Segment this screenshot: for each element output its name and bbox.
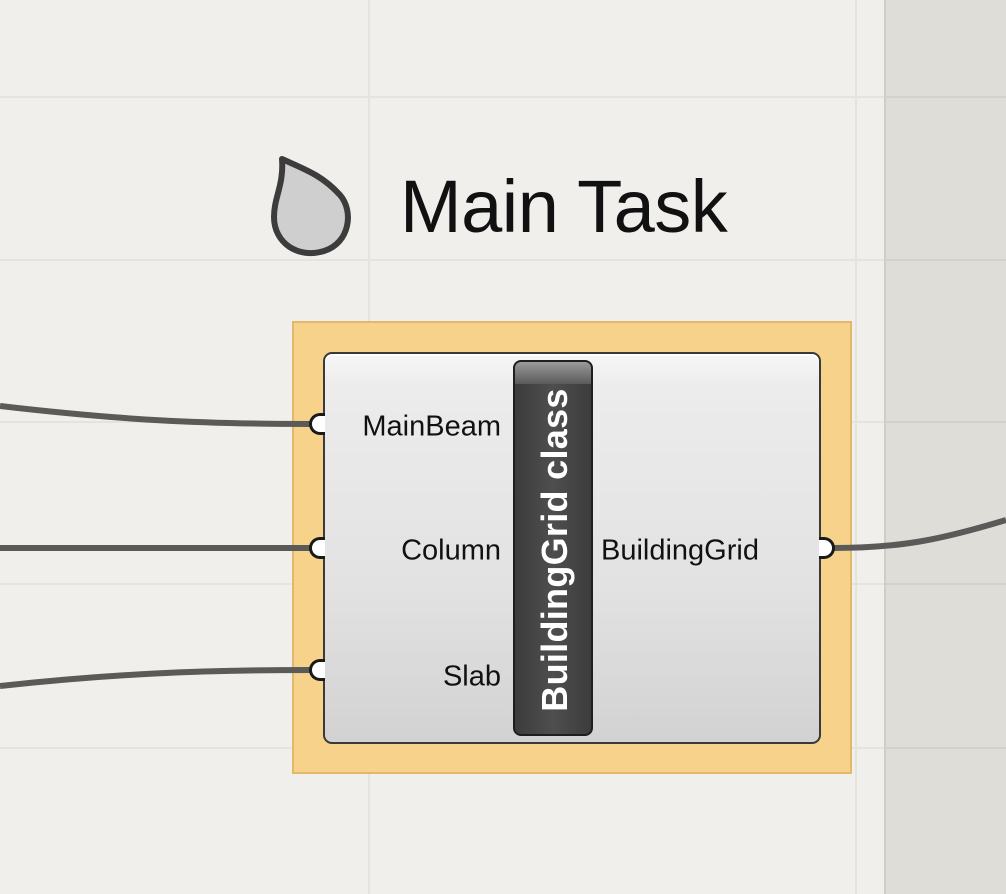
wire-mainbeam[interactable] [0,403,313,427]
input-grip-slab[interactable] [309,659,325,681]
input-grip-mainbeam[interactable] [309,413,325,435]
right-side-panel [884,0,1006,894]
input-label-mainbeam: MainBeam [362,410,501,443]
group-drop-icon[interactable] [268,153,354,262]
grid-line [886,583,1006,585]
grid-line [886,96,1006,98]
grid-line [855,0,857,894]
grid-line [886,747,1006,749]
grid-line [886,259,1006,261]
component-name-strip[interactable]: BuildingGrid class [513,360,593,736]
input-label-slab: Slab [442,660,501,693]
grid-line [0,259,1006,261]
group-title[interactable]: Main Task [400,165,728,248]
input-label-column: Column [401,534,501,567]
output-label-buildinggrid: BuildingGrid [601,534,759,567]
grid-line [0,96,1006,98]
grid-line [886,421,1006,423]
wire-slab[interactable] [0,667,313,689]
wire-buildinggrid[interactable] [831,517,1006,551]
input-grip-column[interactable] [309,537,325,559]
component-name: BuildingGrid class [534,388,575,712]
output-grip-buildinggrid[interactable] [819,537,835,559]
